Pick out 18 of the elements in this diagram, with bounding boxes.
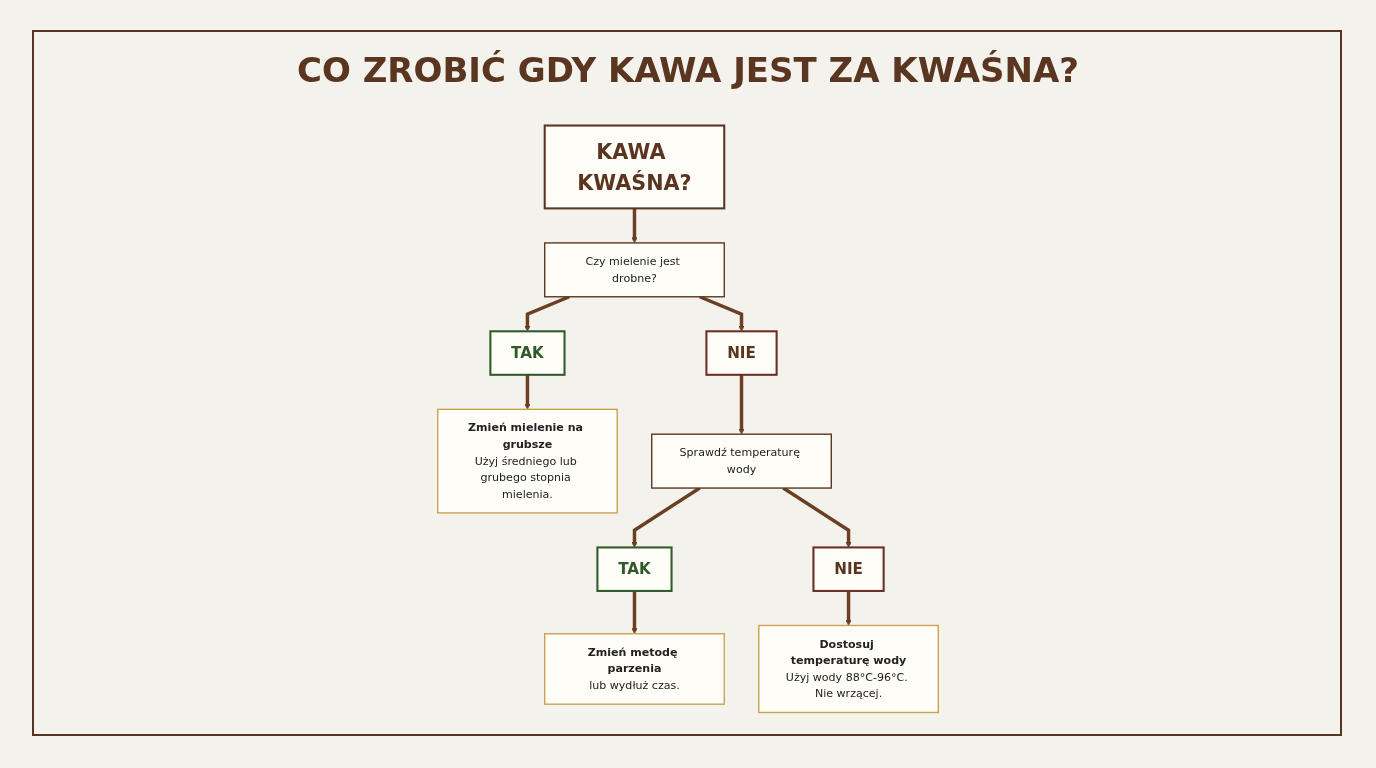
node-box: Zmień metodę parzenia lub wydłuż czas.	[544, 633, 725, 705]
node-box: NIE	[812, 546, 885, 592]
node-box: Sprawdź temperaturę wody	[651, 433, 832, 489]
title: CO ZROBIĆ GDY KAWA JEST ZA KWAŚNA?	[296, 50, 1080, 90]
arrow	[699, 295, 745, 332]
node-box: TAK	[596, 546, 673, 592]
node-box: Dostosuj temperaturę wody Użyj wody 88°C-96°C. Nie wrzącej.	[758, 624, 939, 714]
node-box: Zmień mielenie na grubsze Użyj średniego lub grubego stopnia mielenia.	[437, 408, 618, 514]
arrow	[631, 208, 638, 244]
arrow	[845, 590, 852, 626]
arrow	[738, 374, 745, 435]
node-box: Czy mielenie jest drobne?	[544, 242, 725, 298]
node-box: NIE	[705, 330, 778, 376]
arrow	[524, 295, 570, 332]
arrow	[524, 374, 531, 410]
node-box: KAWA KWAŚNA?	[543, 124, 726, 210]
node-box: TAK	[489, 330, 566, 376]
arrow	[631, 590, 638, 635]
